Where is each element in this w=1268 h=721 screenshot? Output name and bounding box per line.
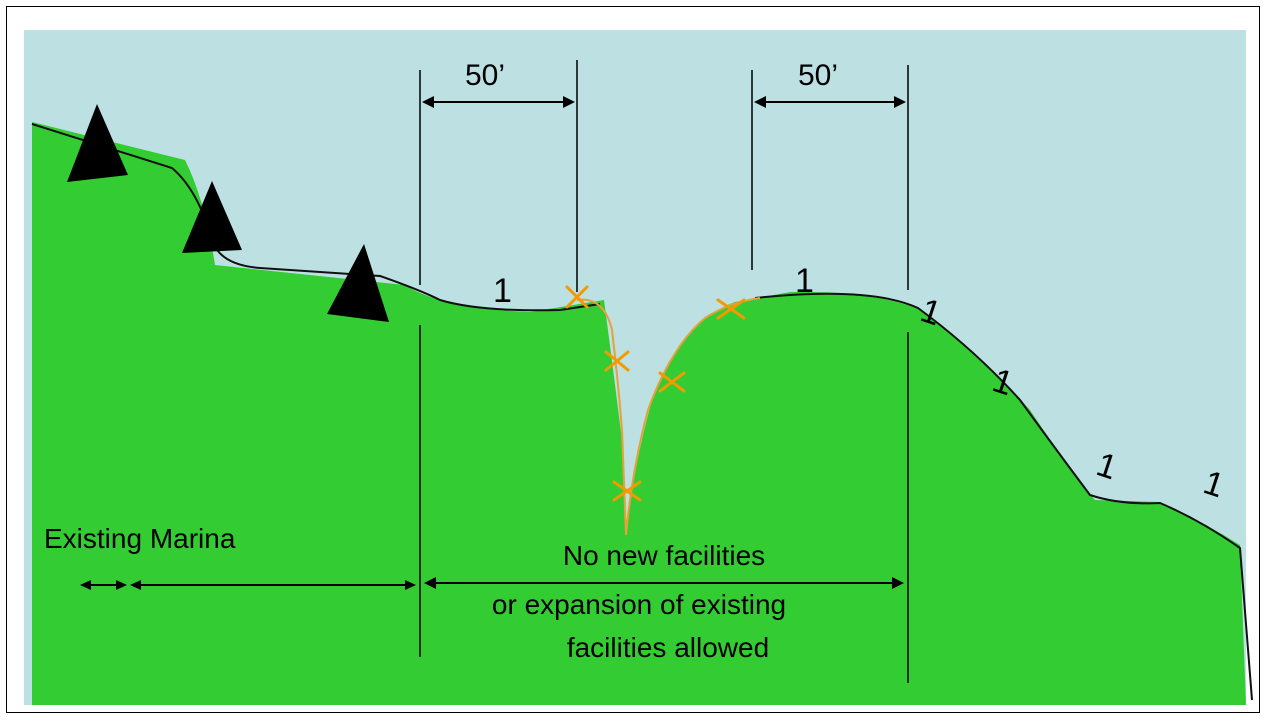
restricted-zone-arrow xyxy=(424,577,904,589)
x-marker-icon xyxy=(612,480,642,502)
boundary-lines xyxy=(419,60,909,683)
marina-extent-arrows xyxy=(80,580,416,590)
land-mass xyxy=(32,122,1246,705)
restriction-text-line3: facilities allowed xyxy=(567,632,769,663)
existing-marina-label: Existing Marina xyxy=(44,523,236,554)
tree-icon xyxy=(182,181,242,253)
dimension-label-right: 50’ xyxy=(798,59,838,92)
x-marker-icon xyxy=(716,298,746,320)
restriction-text-line2: or expansion of existing xyxy=(492,589,786,620)
x-marker-icon xyxy=(604,350,630,372)
cove-outline xyxy=(576,297,761,536)
tree-icon xyxy=(327,244,389,322)
dimension-arrow-left xyxy=(422,96,575,108)
dimension-arrow-right xyxy=(754,96,906,108)
tree-icon xyxy=(67,104,128,182)
x-marker-icon xyxy=(565,285,589,309)
shoreline-mark: 1 xyxy=(493,272,512,310)
point-markers xyxy=(565,285,746,502)
shoreline-mark: 1 xyxy=(795,262,814,300)
restriction-text-line1: No new facilities xyxy=(563,540,765,571)
x-marker-icon xyxy=(658,371,686,393)
dimension-label-left: 50’ xyxy=(465,59,505,92)
shoreline xyxy=(31,123,1253,701)
